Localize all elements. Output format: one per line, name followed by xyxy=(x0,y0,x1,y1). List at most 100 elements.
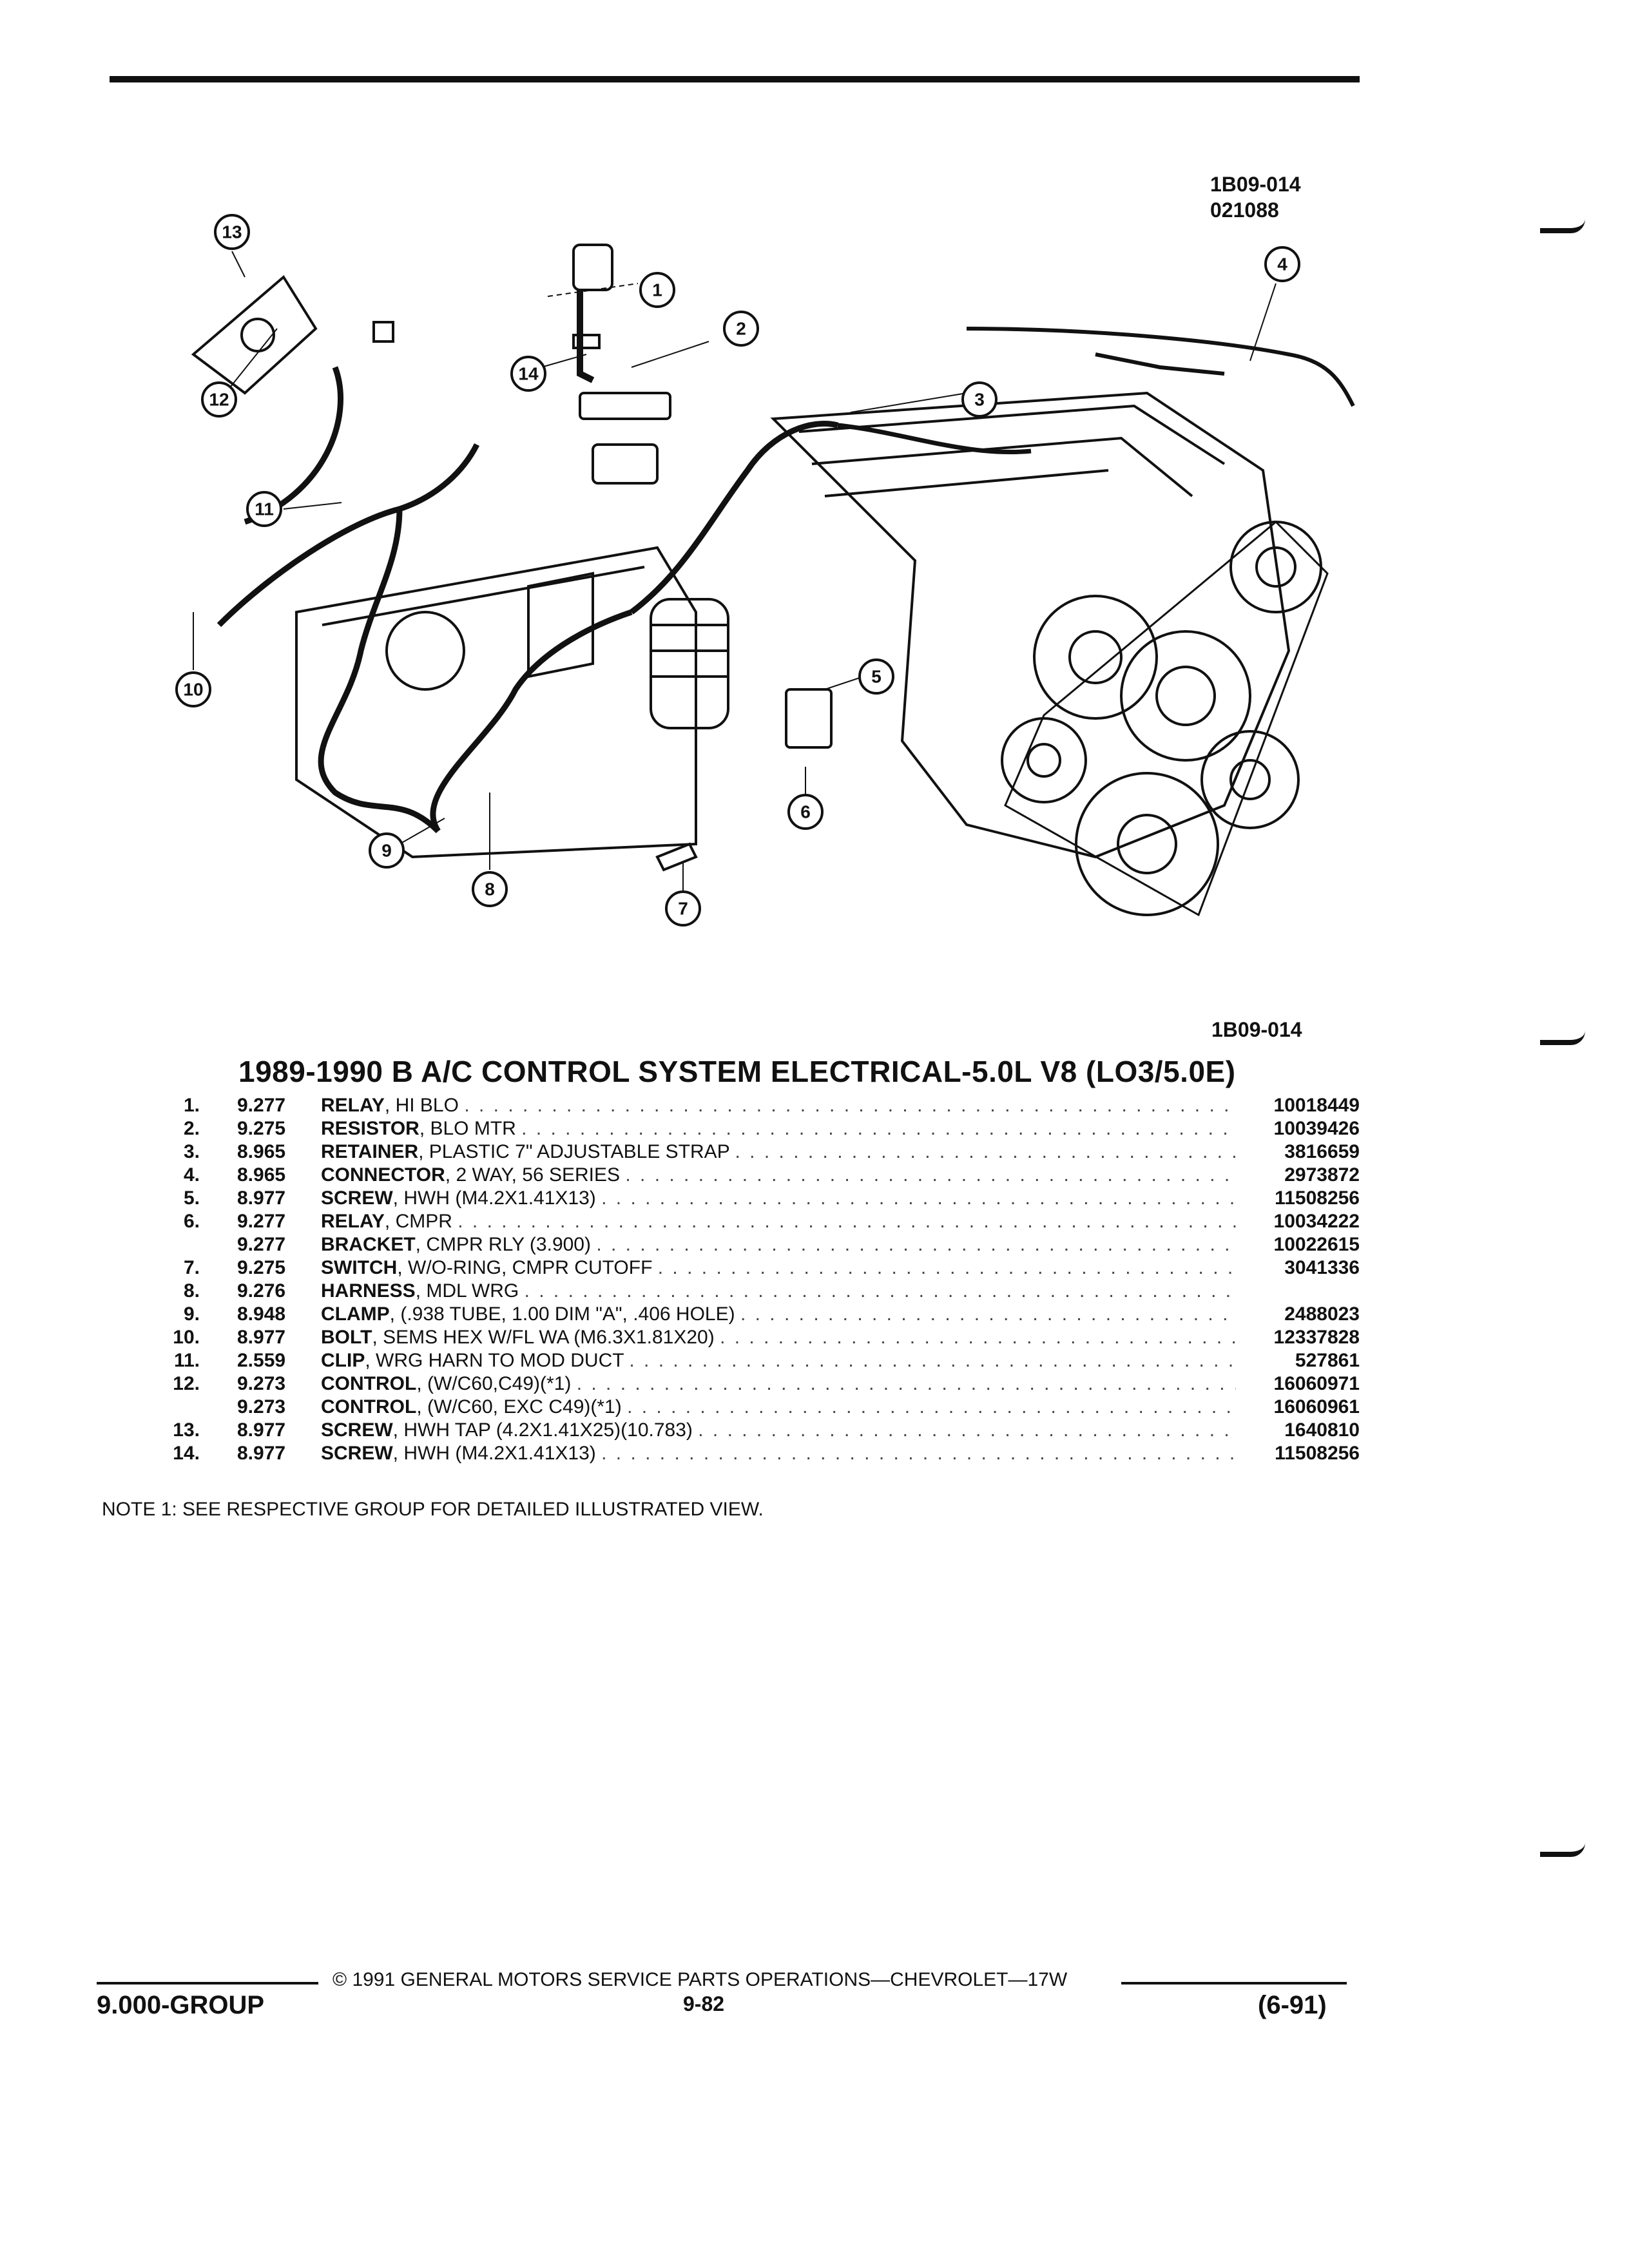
leader-dots: . . . . . . . . . . . . . . . . . . . . … xyxy=(740,1303,1236,1325)
part-description: CLIP, WRG HARN TO MOD DUCT . . . . . . .… xyxy=(321,1349,1236,1372)
part-spec: , SEMS HEX W/FL WA (M6.3X1.81X20) xyxy=(372,1327,715,1348)
group-number: 9.277 xyxy=(237,1211,286,1232)
callout-12: 12 xyxy=(209,390,229,410)
part-description: CONTROL, (W/C60, EXC C49)(*1) . . . . . … xyxy=(321,1396,1236,1419)
part-spec: , HI BLO xyxy=(384,1095,459,1116)
part-name: HARNESS xyxy=(321,1280,416,1302)
part-description: CONTROL, (W/C60,C49)(*1) . . . . . . . .… xyxy=(321,1372,1236,1396)
group-number: 8.977 xyxy=(237,1187,286,1209)
part-spec: , BLO MTR xyxy=(419,1118,516,1139)
part-spec: , PLASTIC 7" ADJUSTABLE STRAP xyxy=(418,1141,730,1162)
group-number: 8.977 xyxy=(237,1419,286,1441)
figure-code: 1B09-014 xyxy=(1210,173,1301,196)
page-title: 1989-1990 B A/C CONTROL SYSTEM ELECTRICA… xyxy=(238,1055,1236,1088)
part-description: BRACKET, CMPR RLY (3.900) . . . . . . . … xyxy=(321,1233,1236,1256)
item-number: 7. xyxy=(183,1257,200,1278)
part-description: RETAINER, PLASTIC 7" ADJUSTABLE STRAP . … xyxy=(321,1140,1236,1164)
callout-10: 10 xyxy=(183,680,203,700)
leader-dots: . . . . . . . . . . . . . . . . . . . . … xyxy=(625,1164,1236,1186)
part-description: SCREW, HWH (M4.2X1.41X13) . . . . . . . … xyxy=(321,1187,1236,1210)
group-number: 8.965 xyxy=(237,1141,286,1162)
group-number: 9.273 xyxy=(237,1396,286,1418)
parts-row: 6. 9.277 RELAY, CMPR . . . . . . . . . . .… xyxy=(155,1210,1360,1233)
part-number: 1640810 xyxy=(1284,1419,1360,1441)
part-spec: , WRG HARN TO MOD DUCT xyxy=(365,1350,624,1371)
callout-2: 2 xyxy=(736,319,746,339)
part-name: SCREW xyxy=(321,1187,393,1209)
leader-dots: . . . . . . . . . . . . . . . . . . . . … xyxy=(629,1350,1236,1371)
part-name: BRACKET xyxy=(321,1234,416,1255)
part-number: 527861 xyxy=(1295,1350,1360,1371)
item-number: 13. xyxy=(173,1419,200,1441)
group-number: 9.277 xyxy=(237,1095,286,1116)
part-name: RELAY xyxy=(321,1211,385,1232)
group-number: 9.276 xyxy=(237,1280,286,1302)
part-description: SCREW, HWH (M4.2X1.41X13) . . . . . . . … xyxy=(321,1442,1236,1465)
part-spec: , CMPR xyxy=(384,1211,452,1232)
item-number: 2. xyxy=(183,1118,200,1139)
binder-hole-mark xyxy=(1540,1843,1585,1857)
figure-date-code: 021088 xyxy=(1210,198,1279,222)
part-name: CONNECTOR xyxy=(321,1164,445,1186)
group-number: 9.275 xyxy=(237,1257,286,1278)
parts-row: 13. 8.977 SCREW, HWH TAP (4.2X1.41X25)(10.… xyxy=(155,1419,1360,1442)
part-number: 10034222 xyxy=(1273,1211,1360,1232)
part-spec: , CMPR RLY (3.900) xyxy=(415,1234,591,1255)
leader-dots: . . . . . . . . . . . . . . . . . . . . … xyxy=(576,1373,1236,1394)
callout-4: 4 xyxy=(1277,255,1287,274)
leader-dots: . . . . . . . . . . . . . . . . . . . . … xyxy=(524,1280,1236,1302)
part-number: 11508256 xyxy=(1275,1187,1360,1209)
callout-6: 6 xyxy=(800,802,811,822)
part-description: RELAY, CMPR . . . . . . . . . . . . . . … xyxy=(321,1210,1236,1233)
parts-illustration: 1 2 3 4 5 6 7 8 9 10 11 12 13 14 xyxy=(175,214,1355,927)
leader-dots: . . . . . . . . . . . . . . . . . . . . … xyxy=(657,1257,1236,1278)
part-name: RELAY xyxy=(321,1095,385,1116)
footer-rule-right xyxy=(1121,1982,1347,1984)
part-name: SCREW xyxy=(321,1419,393,1441)
leader-dots: . . . . . . . . . . . . . . . . . . . . … xyxy=(698,1419,1236,1441)
part-name: RESISTOR xyxy=(321,1118,419,1139)
group-label: 9.000-GROUP xyxy=(97,1991,265,2019)
part-name: CLAMP xyxy=(321,1303,390,1325)
top-rule xyxy=(110,76,1360,82)
group-number: 2.559 xyxy=(237,1350,286,1371)
part-description: BOLT, SEMS HEX W/FL WA (M6.3X1.81X20) . … xyxy=(321,1326,1236,1349)
leader-dots: . . . . . . . . . . . . . . . . . . . . … xyxy=(521,1118,1236,1139)
callout-1: 1 xyxy=(652,280,662,300)
item-number: 1. xyxy=(183,1095,200,1116)
item-number: 8. xyxy=(183,1280,200,1302)
item-number: 9. xyxy=(183,1303,200,1325)
part-spec: , MDL WRG xyxy=(415,1280,519,1302)
part-spec: , HWH TAP (4.2X1.41X25)(10.783) xyxy=(392,1419,693,1441)
callout-9: 9 xyxy=(381,841,392,861)
leader-dots: . . . . . . . . . . . . . . . . . . . . … xyxy=(458,1211,1236,1232)
group-number: 8.965 xyxy=(237,1164,286,1186)
part-spec: , HWH (M4.2X1.41X13) xyxy=(392,1443,596,1464)
part-name: CONTROL xyxy=(321,1396,417,1418)
item-number: 6. xyxy=(183,1211,200,1232)
part-number: 12337828 xyxy=(1273,1327,1360,1348)
callout-7: 7 xyxy=(678,899,688,919)
part-number: 16060971 xyxy=(1273,1373,1360,1394)
part-description: HARNESS, MDL WRG . . . . . . . . . . . .… xyxy=(321,1280,1236,1303)
copyright-line: © 1991 GENERAL MOTORS SERVICE PARTS OPER… xyxy=(333,1969,1068,1990)
group-number: 8.977 xyxy=(237,1443,286,1464)
part-number: 10039426 xyxy=(1273,1118,1360,1139)
parts-row: 8. 9.276 HARNESS, MDL WRG . . . . . . . . … xyxy=(155,1280,1360,1303)
leader-dots: . . . . . . . . . . . . . . . . . . . . … xyxy=(720,1327,1236,1348)
part-name: SCREW xyxy=(321,1443,393,1464)
item-number: 12. xyxy=(173,1373,200,1394)
part-spec: , HWH (M4.2X1.41X13) xyxy=(392,1187,596,1209)
item-number: 4. xyxy=(183,1164,200,1186)
leader-dots: . . . . . . . . . . . . . . . . . . . . … xyxy=(627,1396,1236,1418)
part-number: 3816659 xyxy=(1284,1141,1360,1162)
part-description: SCREW, HWH TAP (4.2X1.41X25)(10.783) . .… xyxy=(321,1419,1236,1442)
part-description: RESISTOR, BLO MTR . . . . . . . . . . . … xyxy=(321,1117,1236,1140)
